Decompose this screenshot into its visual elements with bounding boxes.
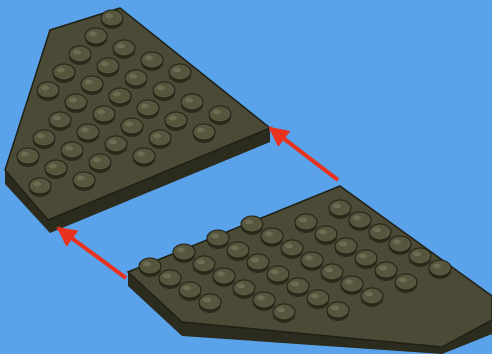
stud: [335, 238, 357, 257]
stud: [253, 292, 275, 311]
stud: [241, 216, 263, 235]
stud: [169, 64, 191, 83]
stud: [93, 106, 115, 125]
stud: [139, 258, 161, 277]
stud: [307, 290, 329, 309]
stud: [81, 76, 103, 95]
stud: [45, 160, 67, 179]
stud: [281, 240, 303, 259]
stud: [33, 130, 55, 149]
stud: [295, 214, 317, 233]
stud: [429, 260, 451, 279]
stud: [149, 130, 171, 149]
stud: [273, 304, 295, 323]
stud: [73, 172, 95, 191]
stud: [181, 94, 203, 113]
stud: [209, 106, 231, 125]
stud: [207, 230, 229, 249]
stud: [355, 250, 377, 269]
stud: [49, 112, 71, 131]
stud: [409, 248, 431, 267]
stud: [349, 212, 371, 231]
stud: [29, 178, 51, 197]
stud: [97, 58, 119, 77]
stud: [137, 100, 159, 119]
stud: [141, 52, 163, 71]
stud: [105, 136, 127, 155]
stud: [233, 280, 255, 299]
stud: [61, 142, 83, 161]
stud: [153, 82, 175, 101]
stud: [395, 274, 417, 293]
stud: [361, 288, 383, 307]
stud: [69, 46, 91, 65]
stud: [375, 262, 397, 281]
stud: [101, 10, 123, 29]
stud: [89, 154, 111, 173]
stud: [261, 228, 283, 247]
stud: [199, 294, 221, 313]
stud: [369, 224, 391, 243]
stud: [65, 94, 87, 113]
stud: [133, 148, 155, 167]
stud: [109, 88, 131, 107]
stud: [213, 268, 235, 287]
stud: [327, 302, 349, 321]
stud: [321, 264, 343, 283]
stud: [389, 236, 411, 255]
stud: [77, 124, 99, 143]
stud: [165, 112, 187, 131]
stud: [193, 124, 215, 143]
stud: [179, 282, 201, 301]
stud: [193, 256, 215, 275]
stud: [85, 28, 107, 47]
stud: [17, 148, 39, 167]
stud: [121, 118, 143, 137]
stud: [287, 278, 309, 297]
stud: [329, 200, 351, 219]
stud: [173, 244, 195, 263]
stud: [125, 70, 147, 89]
stud: [113, 40, 135, 59]
stud: [159, 270, 181, 289]
stud: [267, 266, 289, 285]
stud: [341, 276, 363, 295]
stud: [315, 226, 337, 245]
stud: [247, 254, 269, 273]
stud: [53, 64, 75, 83]
stud: [227, 242, 249, 261]
stud: [37, 82, 59, 101]
stud: [301, 252, 323, 271]
